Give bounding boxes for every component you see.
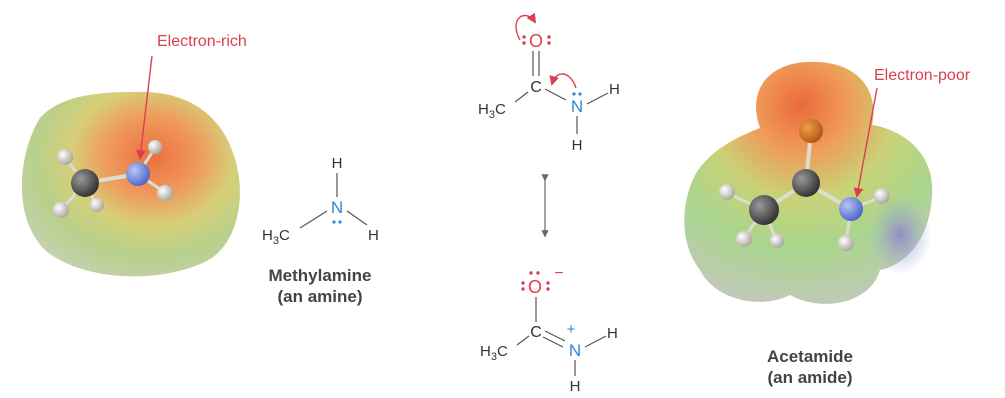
hydrogen-atom [157,185,173,201]
amide-nitrogen: N [571,97,583,116]
nitrogen-h-right: H [609,81,620,98]
oxygen-atom: O [528,277,542,297]
resonance-form-charged: O − C H3C + N H H [480,265,618,395]
acetamide-potential-map [684,61,933,304]
hydrogen-atom [736,231,752,247]
bond-c-c [516,335,530,346]
hydrogen-atom [57,149,73,165]
acetamide-name: Acetamide [767,347,853,366]
lone-pair-dot [546,287,550,291]
electron-poor-pointer [853,87,878,198]
lone-pair-dot [529,271,533,275]
methyl-carbon-atom [749,195,779,225]
hydrogen-atom [874,188,890,204]
methylamine-structure: H N H3C H [262,155,379,247]
methylamine-nitrogen: N [331,198,343,217]
methylamine-potential-map [21,91,240,277]
methylamine-h3c: H3C [262,227,290,247]
curved-arrow-o [515,12,537,41]
oxygen-atom [799,119,823,143]
hydrogen-atom [770,234,784,248]
double-bond-c-n [544,330,566,342]
lone-pair-dot [547,35,551,39]
bond-c-c [514,91,529,103]
methylamine-caption: Methylamine (an amine) [250,265,390,307]
nitrogen-h-bottom: H [570,378,581,393]
electron-poor-label: Electron-poor [874,67,971,84]
bond-n-h-right [584,335,607,348]
methylamine-h-top: H [332,155,343,172]
methyl-group: H3C [478,101,506,121]
hydrogen-atom [90,198,104,212]
lone-pair-dot [572,92,576,96]
positive-region [868,195,932,275]
lone-pair-dot [332,220,336,224]
nitrogen-h-bottom: H [572,137,583,154]
hydrogen-atom [719,184,735,200]
carbon-atom [71,169,99,197]
lone-pair-dot [546,281,550,285]
carbonyl-carbon: C [530,324,542,341]
electron-rich-label: Electron-rich [157,33,247,50]
methyl-group: H3C [480,343,508,363]
lone-pair-dot [338,220,342,224]
acetamide-subtitle: (an amide) [767,368,853,387]
nitrogen-positive-charge: + [567,321,576,338]
lone-pair-dot [522,41,526,45]
carbonyl-carbon: C [530,79,542,96]
bond-c-n [544,88,567,101]
acetamide-caption: Acetamide (an amide) [740,346,880,388]
bond-c-n [299,210,328,229]
amide-nitrogen: N [569,341,581,360]
lone-pair-dot [547,41,551,45]
nitrogen-h-right: H [607,325,618,342]
lone-pair-dot [578,92,582,96]
lone-pair-dot [521,287,525,291]
double-bond-c-n [542,336,564,348]
hydrogen-atom [53,202,69,218]
lone-pair-dot [536,271,540,275]
hydrogen-atom [148,140,162,154]
lone-pair-dot [522,35,526,39]
electron-rich-pointer [136,55,153,160]
potential-surface [21,91,240,277]
nitrogen-atom [839,197,863,221]
curved-arrow-n [549,73,577,89]
oxygen-negative-charge: − [554,265,563,282]
resonance-form-neutral: O C H3C N H H [478,12,620,154]
bond-n-h-right [586,92,609,105]
methylamine-subtitle: (an amine) [277,287,363,306]
bond-n-h-right [346,210,368,226]
methylamine-name: Methylamine [268,266,372,285]
hydrogen-atom [838,235,854,251]
lone-pair-dot [521,281,525,285]
oxygen-atom: O [529,31,543,51]
methylamine-h-right: H [368,227,379,244]
carbonyl-carbon-atom [792,169,820,197]
nitrogen-atom [126,162,150,186]
